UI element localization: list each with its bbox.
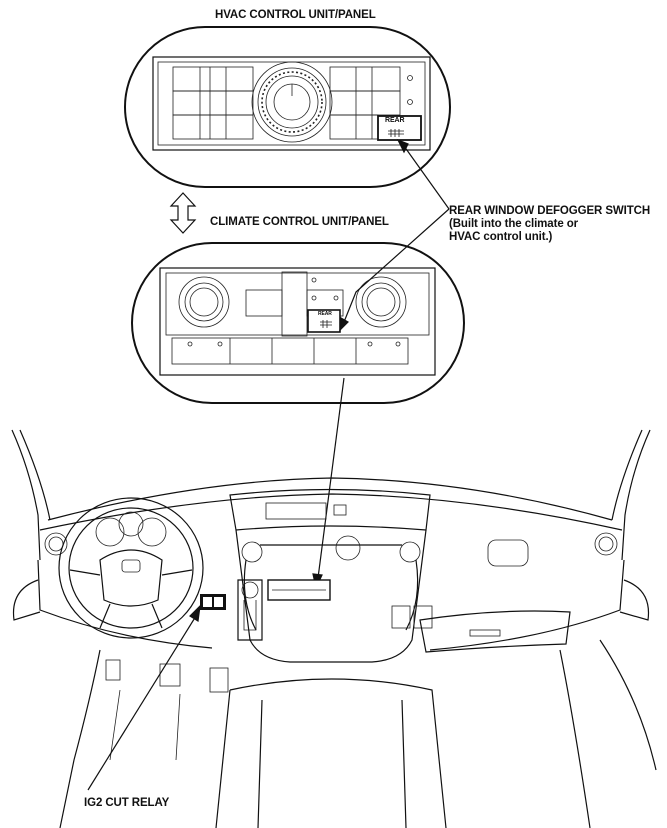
defogger-switch-label: REAR WINDOW DEFOGGER SWITCH (Built into … <box>449 205 650 244</box>
defogger-switch-note-1: (Built into the climate or <box>449 218 579 230</box>
climate-panel-callout <box>131 242 465 404</box>
dashboard-drawing <box>11 429 657 828</box>
hvac-panel-title: HVAC CONTROL UNIT/PANEL <box>215 9 376 21</box>
double-arrow-icon <box>169 192 197 234</box>
defogger-switch-note-2: HVAC control unit.) <box>449 231 553 243</box>
defogger-switch-title: REAR WINDOW DEFOGGER SWITCH <box>449 205 651 217</box>
ig2-relay-marker <box>200 594 226 610</box>
hvac-panel-callout <box>124 26 451 188</box>
switch-leader-lines <box>339 138 450 332</box>
rear-button-label: REAR <box>385 117 405 124</box>
rear-button-small-label: REAR <box>318 311 332 317</box>
climate-panel-title: CLIMATE CONTROL UNIT/PANEL <box>210 216 389 228</box>
ig2-relay-label: IG2 CUT RELAY <box>84 797 170 809</box>
